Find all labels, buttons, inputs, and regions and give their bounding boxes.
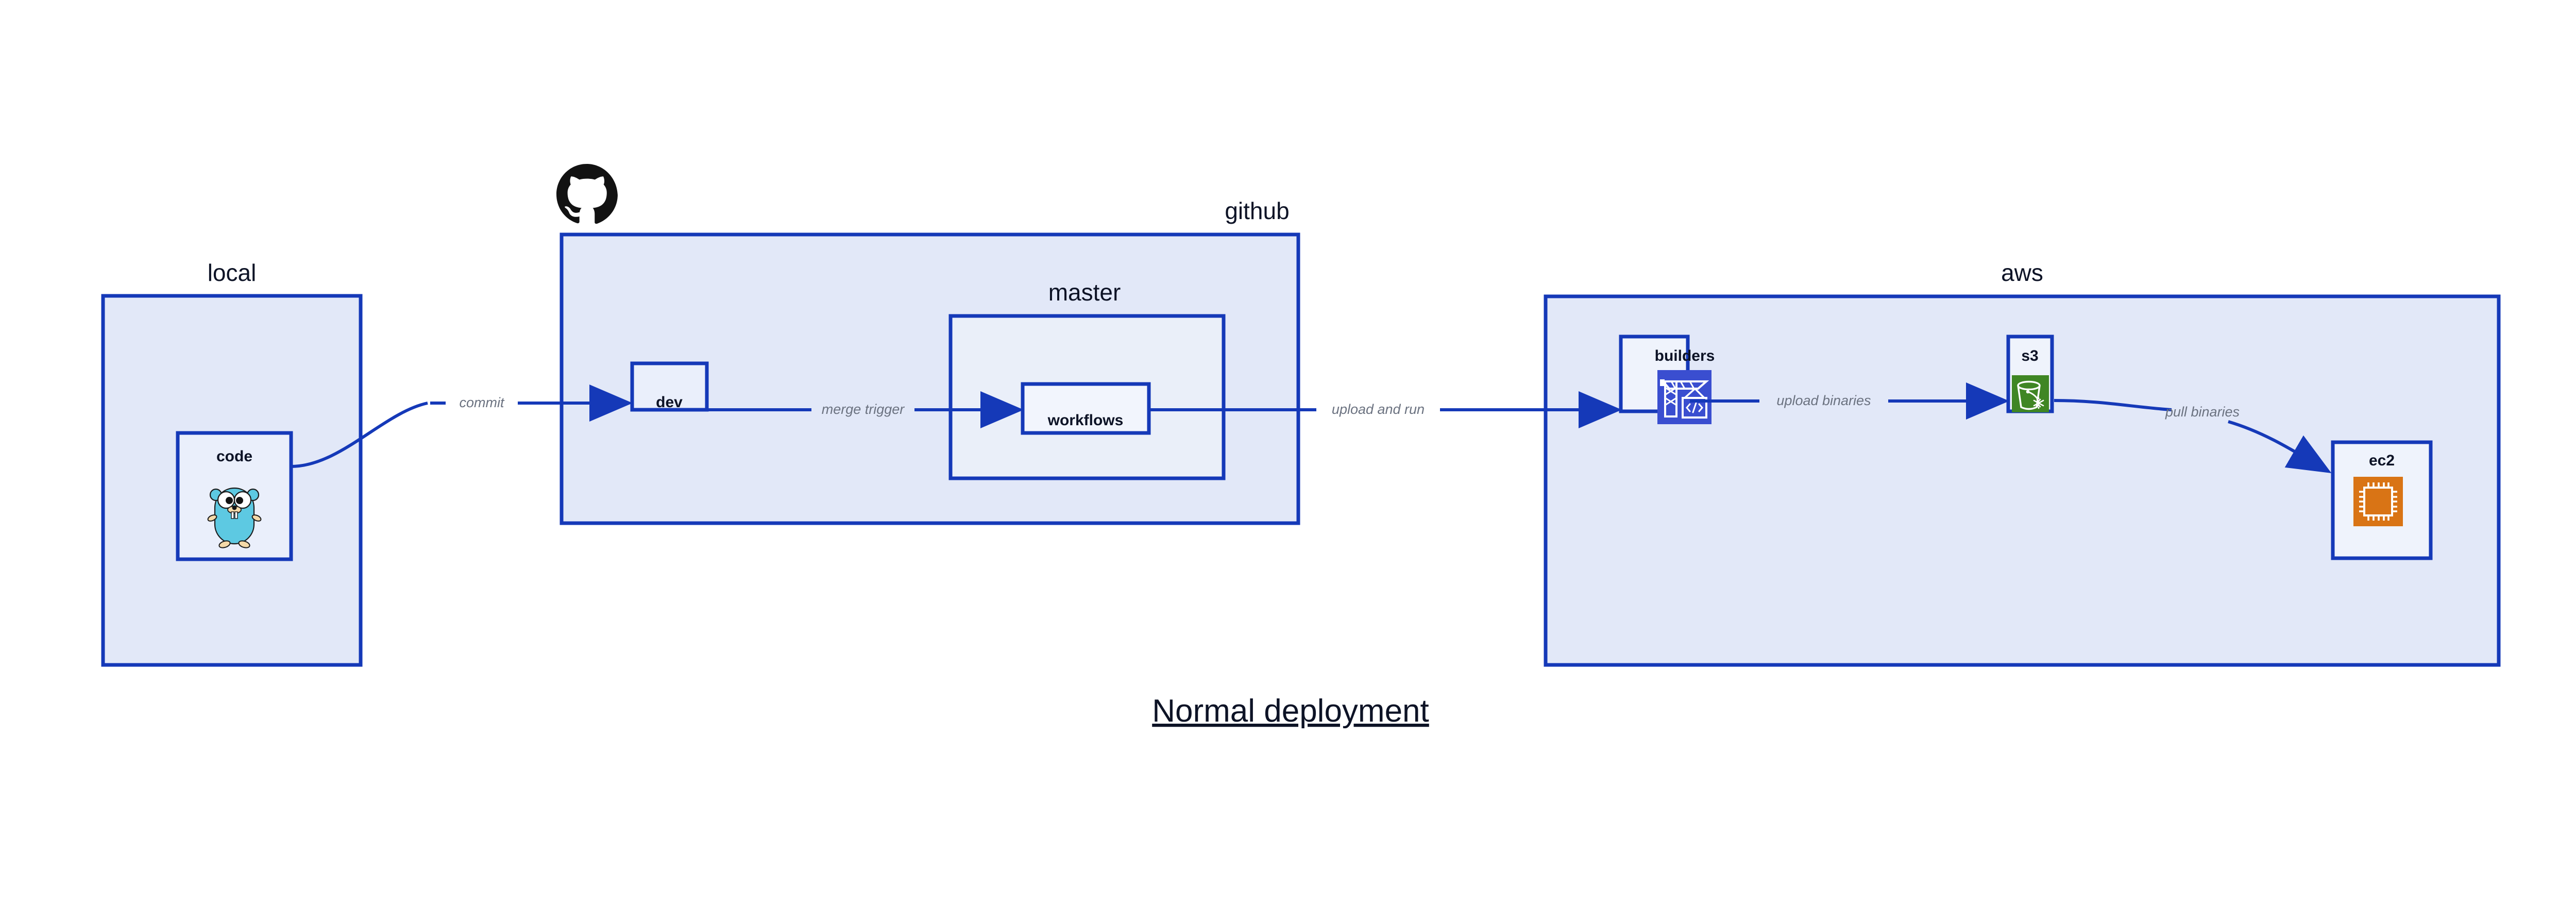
- node-code-label: code: [216, 448, 252, 465]
- edge-commit-curve: [291, 402, 428, 468]
- edge-upload-binaries-label: upload binaries: [1776, 393, 1871, 408]
- node-s3-label: s3: [2021, 347, 2038, 364]
- node-s3[interactable]: s3: [2006, 335, 2054, 413]
- edge-upload-and-run[interactable]: upload and run: [1150, 391, 1622, 428]
- node-builders[interactable]: builders: [1619, 335, 1715, 424]
- cpu-chip-icon: [2353, 477, 2403, 526]
- edge-upload-binaries-label-bg: [1759, 391, 1888, 411]
- edge-upload-binaries[interactable]: upload binaries: [1690, 382, 2009, 420]
- edge-pull-binaries-curve-out: [2228, 420, 2332, 474]
- node-ec2[interactable]: ec2: [2331, 440, 2433, 560]
- edge-merge-trigger-label-bg: [811, 399, 914, 420]
- subgroup-master-title: master: [1048, 279, 1121, 306]
- edge-commit-label-bg: [446, 393, 518, 413]
- edge-upload-and-run-label: upload and run: [1332, 402, 1425, 417]
- group-aws-title: aws: [2001, 259, 2043, 286]
- edge-merge-trigger-label: merge trigger: [822, 402, 905, 417]
- edge-upload-and-run-label-bg: [1316, 399, 1440, 420]
- edge-commit-label: commit: [460, 395, 505, 410]
- go-gopher-icon: [207, 487, 262, 548]
- edge-pull-binaries-curve-in: [2054, 399, 2172, 411]
- node-code[interactable]: code: [176, 431, 293, 561]
- edge-pull-binaries[interactable]: pull binaries: [2054, 399, 2332, 474]
- crane-code-icon: [1657, 370, 1711, 424]
- node-builders-label: builders: [1655, 347, 1715, 364]
- node-ec2-label: ec2: [2369, 452, 2395, 469]
- node-dev-label: dev: [656, 394, 683, 411]
- group-github-title: github: [1225, 197, 1289, 224]
- edge-commit[interactable]: commit: [291, 385, 633, 468]
- node-workflows-label: workflows: [1047, 412, 1124, 429]
- group-local-title: local: [208, 259, 257, 286]
- github-mark-icon: [556, 164, 618, 224]
- page-title: Normal deployment: [1152, 693, 1429, 729]
- edge-merge-trigger[interactable]: merge trigger: [708, 391, 1024, 428]
- node-dev[interactable]: dev: [630, 361, 709, 412]
- edge-pull-binaries-label: pull binaries: [2165, 404, 2240, 420]
- s3-bucket-icon: [2012, 375, 2049, 412]
- node-workflows[interactable]: workflows: [1021, 382, 1151, 435]
